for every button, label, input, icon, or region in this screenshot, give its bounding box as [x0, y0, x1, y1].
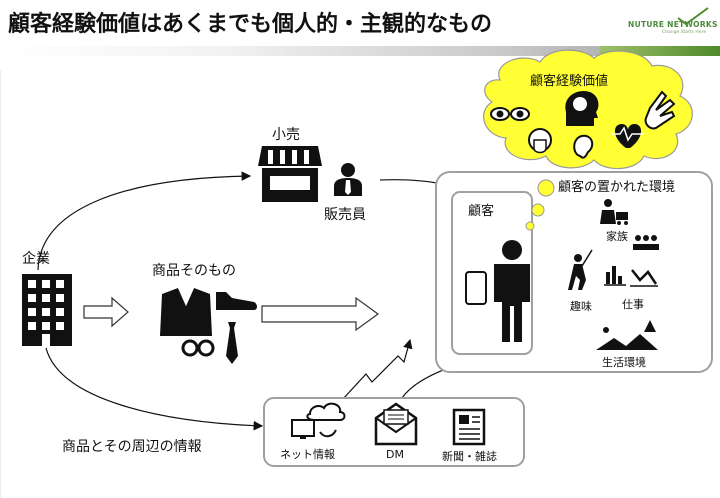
newspaper-icon [452, 408, 486, 446]
company-label: 企業 [22, 251, 50, 267]
product-label: 商品そのもの [152, 263, 236, 279]
landscape-icon [596, 320, 658, 350]
thought-bubble-medium [531, 203, 545, 217]
golfer-icon [568, 249, 593, 290]
retail-label: 小売 [272, 127, 300, 143]
header-accent [600, 46, 720, 56]
thought-bubble-large [537, 179, 555, 197]
header-divider [0, 46, 720, 56]
salesperson-label: 販売員 [324, 207, 366, 223]
ear-icon [573, 134, 594, 159]
necktie-icon [226, 322, 238, 364]
suit-icon [160, 288, 212, 336]
company-logo: NUTURE NETWORKS Change Starts Here [628, 6, 717, 44]
shoe-icon [216, 292, 257, 310]
environment-label: 顧客の置かれた環境 [558, 180, 676, 195]
brain-head-icon [565, 90, 599, 126]
building-icon [22, 274, 72, 346]
logo-brand: NUTURE NETWORKS [628, 20, 718, 29]
customer-box [451, 191, 533, 355]
cloud-network-icon [291, 402, 346, 439]
net-label: ネット情報 [280, 448, 335, 461]
glasses-icon [181, 339, 215, 357]
hand-icon [644, 90, 676, 130]
dm-label: DM [386, 448, 404, 461]
family-icon [600, 199, 628, 225]
company-to-info-arrow [45, 347, 264, 431]
hobby-label: 趣味 [570, 300, 592, 313]
tongue-icon [528, 128, 552, 154]
press-label: 新聞・雑誌 [442, 450, 497, 463]
audience-icon [633, 235, 659, 250]
eyes-icon [490, 107, 530, 121]
phone-icon [465, 271, 487, 305]
product-to-customer-arrow [261, 296, 380, 332]
work-label: 仕事 [622, 298, 644, 311]
customer-person-icon [494, 240, 530, 342]
family-label: 家族 [606, 230, 628, 243]
net-to-customer-bolt [341, 338, 413, 401]
envelope-icon [374, 402, 418, 446]
living-label: 生活環境 [602, 356, 646, 369]
salesperson-icon [334, 163, 362, 196]
slide-title: 顧客経験価値はあくまでも個人的・主観的なもの [8, 12, 493, 37]
trend-chart-icon [630, 269, 658, 287]
cloud-label: 顧客経験価値 [530, 74, 609, 89]
logo-tagline: Change Starts Here [662, 30, 707, 35]
bar-chart-icon [604, 266, 626, 286]
thought-bubble-small [525, 221, 535, 231]
info-label: 商品とその周辺の情報 [62, 439, 202, 455]
heart-icon [612, 124, 644, 148]
checkmark-icon [677, 7, 709, 26]
customer-label: 顧客 [468, 204, 495, 219]
store-icon [258, 146, 322, 202]
company-to-product-arrow [83, 296, 129, 328]
company-to-retail-arrow [37, 171, 252, 271]
